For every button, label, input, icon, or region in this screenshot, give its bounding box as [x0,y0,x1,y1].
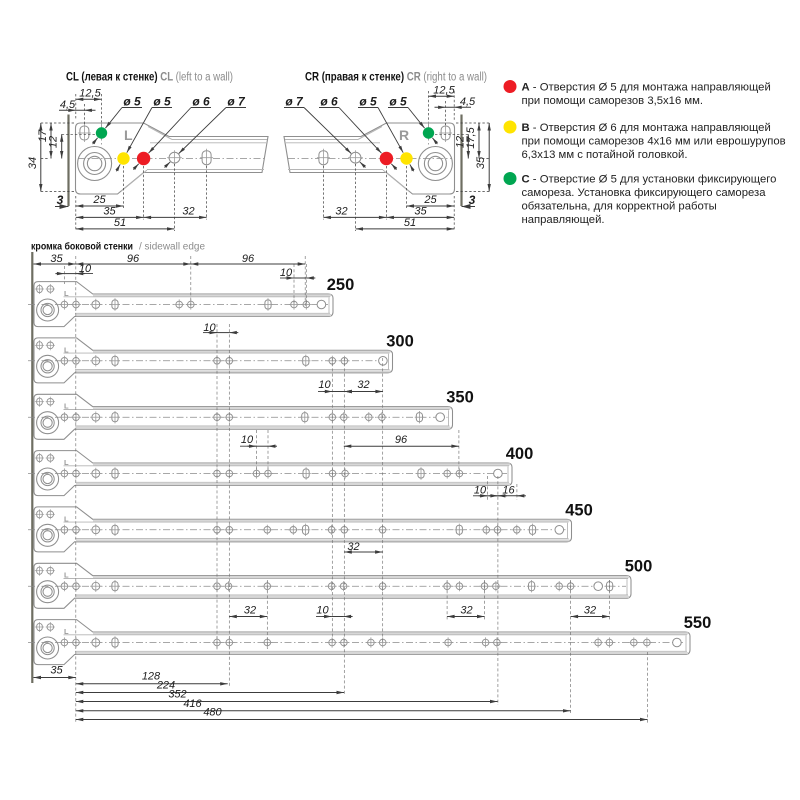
svg-text:96: 96 [127,253,140,265]
svg-text:400: 400 [506,445,534,463]
svg-text:10: 10 [280,267,293,279]
svg-text:32: 32 [244,605,256,617]
svg-text:C - Отверстие Ø 5 для установк: C - Отверстие Ø 5 для установки фиксирую… [522,174,777,186]
svg-text:450: 450 [565,501,593,519]
svg-text:ø 5: ø 5 [389,95,407,109]
svg-text:10: 10 [203,322,216,334]
svg-text:самореза. Установка фиксирующе: самореза. Установка фиксирующего саморез… [522,187,767,199]
svg-text:35: 35 [50,665,63,677]
svg-text:352: 352 [168,689,186,701]
svg-text:L: L [64,289,69,298]
svg-text:17,5: 17,5 [465,126,477,148]
svg-text:R: R [399,127,409,143]
svg-text:кромка боковой стенки: кромка боковой стенки [31,241,133,253]
svg-text:4,5: 4,5 [60,99,76,111]
svg-text:35: 35 [103,205,116,217]
svg-text:12: 12 [48,136,60,148]
svg-text:480: 480 [203,707,222,719]
svg-text:ø 7: ø 7 [227,95,246,109]
svg-text:224: 224 [156,680,175,692]
svg-text:12,5: 12,5 [79,88,101,100]
svg-text:при помощи саморезов 4х16 мм и: при помощи саморезов 4х16 мм или еврошур… [522,136,786,148]
svg-text:416: 416 [183,698,202,710]
svg-text:ø 6: ø 6 [320,95,338,109]
svg-text:L: L [64,627,69,636]
svg-text:550: 550 [684,614,712,632]
svg-text:32: 32 [347,541,359,553]
svg-text:34: 34 [27,157,39,169]
svg-text:16: 16 [502,485,515,497]
svg-text:A - Отверстия Ø 5 для монтажа: A - Отверстия Ø 5 для монтажа направляющ… [522,82,771,94]
svg-text:L: L [64,571,69,580]
svg-text:ø 6: ø 6 [192,95,210,109]
svg-text:17: 17 [37,129,49,142]
svg-text:96: 96 [242,253,255,265]
svg-text:32: 32 [182,205,194,217]
svg-text:B - Отверстия Ø 6 для монтажа: B - Отверстия Ø 6 для монтажа направляющ… [522,122,771,134]
svg-text:51: 51 [404,217,416,229]
svg-text:L: L [64,345,69,354]
svg-text:96: 96 [395,434,408,446]
svg-text:25: 25 [423,194,437,206]
svg-text:10: 10 [241,434,254,446]
svg-text:10: 10 [474,485,487,497]
svg-text:CR (правая к стенке) CR (right: CR (правая к стенке) CR (right to a wall… [305,72,487,84]
svg-text:направляющей.: направляющей. [522,214,605,226]
svg-text:12: 12 [454,136,466,148]
svg-text:6,3х13 мм с потайной головкой.: 6,3х13 мм с потайной головкой. [522,149,688,161]
svg-text:4,5: 4,5 [460,96,476,108]
svg-text:10: 10 [316,605,329,617]
svg-text:128: 128 [142,671,161,683]
svg-text:ø 5: ø 5 [123,95,141,109]
svg-text:35: 35 [414,205,427,217]
svg-text:25: 25 [92,194,106,206]
svg-text:L: L [64,458,69,467]
svg-text:12,5: 12,5 [433,84,455,96]
svg-text:500: 500 [625,558,653,576]
svg-text:при помощи саморезов 3,5х16 мм: при помощи саморезов 3,5х16 мм. [522,95,704,107]
svg-text:ø 5: ø 5 [359,95,377,109]
svg-text:32: 32 [357,379,369,391]
svg-text:3: 3 [469,193,476,207]
svg-text:35: 35 [50,253,63,265]
svg-text:3: 3 [57,193,64,207]
svg-text:L: L [64,402,69,411]
svg-text:300: 300 [386,332,414,350]
svg-text:L: L [64,514,69,523]
svg-text:L: L [124,127,133,143]
svg-text:32: 32 [335,205,347,217]
svg-text:35: 35 [475,156,487,169]
svg-text:ø 5: ø 5 [153,95,171,109]
svg-text:51: 51 [114,217,126,229]
svg-text:обязательна, для корректной ра: обязательна, для корректной работы [522,201,717,213]
svg-text:250: 250 [327,276,355,294]
svg-text:10: 10 [318,379,331,391]
svg-text:32: 32 [584,605,596,617]
svg-text:ø 7: ø 7 [285,95,304,109]
svg-text:/ sidewall edge: / sidewall edge [139,242,205,253]
svg-text:CL (левая к стенке) CL (left t: CL (левая к стенке) CL (left to a wall) [66,72,233,84]
svg-text:350: 350 [446,389,474,407]
svg-text:32: 32 [460,605,472,617]
svg-text:10: 10 [79,263,92,275]
